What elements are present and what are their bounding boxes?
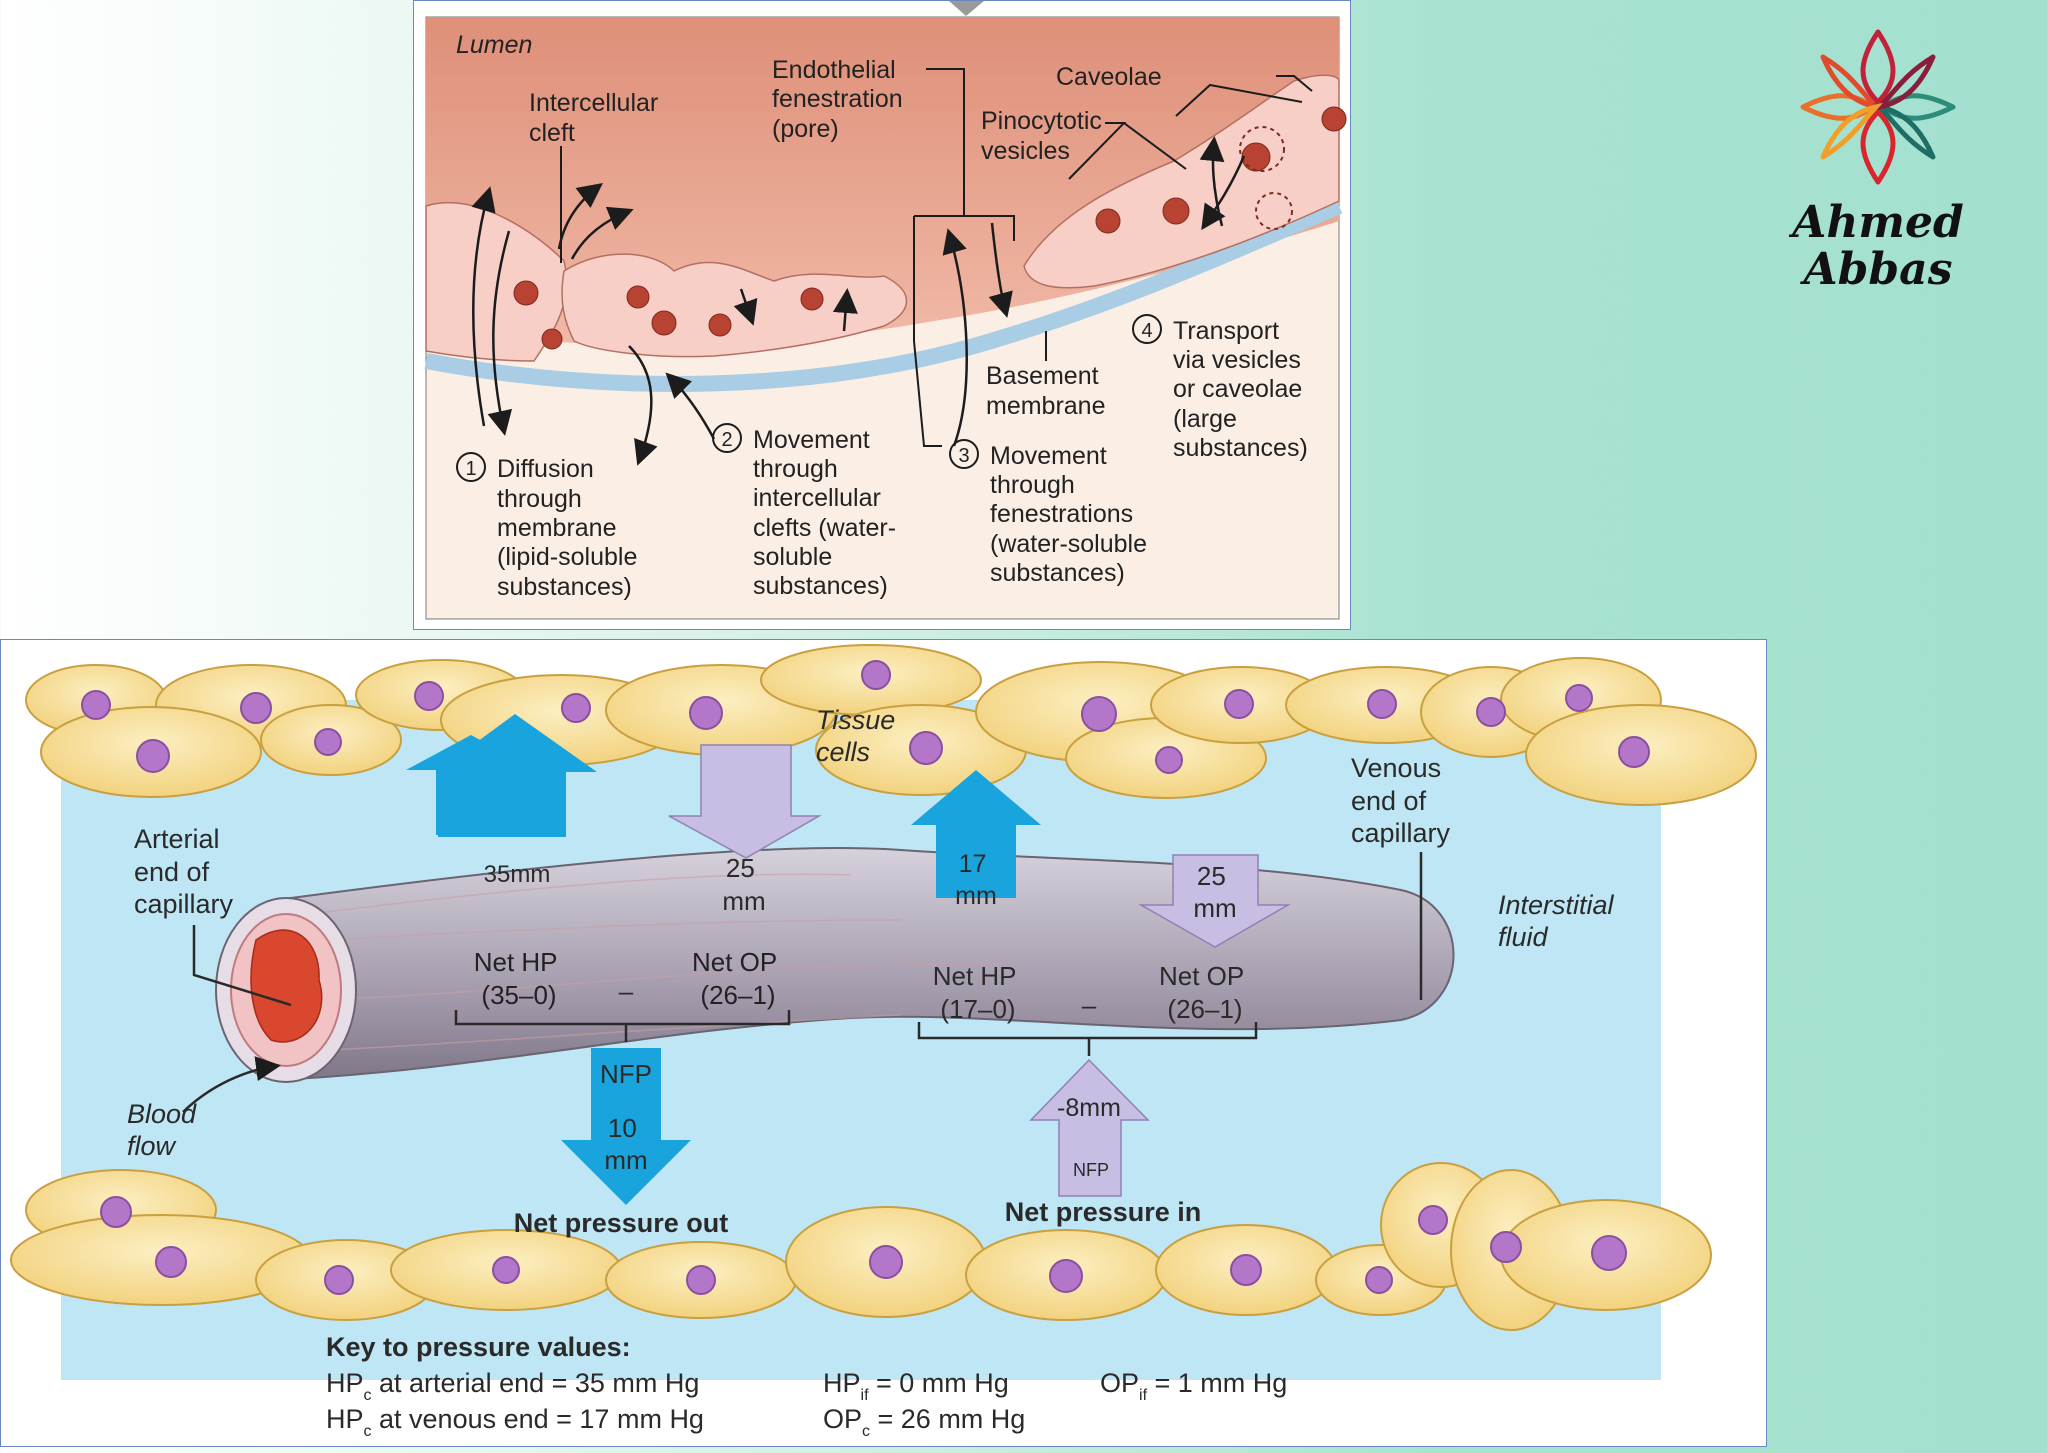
arterial-minus: – [619,976,634,1006]
label-blood-flow: Blood flow [127,1099,204,1161]
vesicle-dots [513,106,1347,350]
venous-bracket [917,1022,1258,1056]
key-row-1: HPc at arterial end = 35 mm Hg HPif = 0 … [326,1368,1287,1404]
key-row-2: HPc at venous end = 17 mm Hg OPc = 26 mm… [326,1404,1025,1440]
svg-text:Movement through: Movement through intercellular clefts (w… [753,426,903,600]
label-pinocytotic-vesicles: Pinocytotic vesicles [981,107,1109,165]
label-basement-membrane: Basement membrane [986,362,1106,420]
label-caveolae: Caveolae [1056,63,1162,91]
arterial-hp-arrow-label: 35mm [484,861,551,888]
venous-op-arrow [1138,854,1291,948]
venous-nfp-arrow [1029,1058,1150,1197]
star-logo-icon: Ahmed Abbas [1788,29,1964,295]
svg-text:1: 1 [465,458,476,480]
nuclei-top [81,660,1650,774]
venous-net-op: Net OP (26–1) [1159,961,1251,1024]
bottom-diagram-frame: 35mm 25 mm 17 mm 25 mm Net HP (35–0) – N… [0,639,1767,1447]
arterial-net-op: Net OP (26–1) [692,947,784,1010]
arterial-nfp-value: 10 mm [604,1113,647,1175]
venous-minus: – [1082,990,1097,1020]
venous-hp-arrow [911,770,1041,898]
arterial-op-arrow [668,744,822,859]
venous-op-arrow-label: 25 mm [1193,861,1236,923]
label-tissue-cells: Tissue cells [816,705,903,767]
svg-text:Movement through: Movement through fenestrations (water-so… [990,442,1154,587]
label-arterial-end: Arterial end of capillary [134,824,234,919]
label-endothelial-fenestration: Endothelial fenestration (pore) [772,56,910,143]
step-2-intercellular-clefts: 2 Movement through intercellular clefts … [712,423,903,600]
arterial-op-arrow-label: 25 mm [722,853,765,916]
svg-text:2: 2 [721,429,732,451]
label-venous-end: Venous end of capillary [1351,753,1451,848]
arterial-bracket [454,1010,791,1042]
logo-line-2: Abbas [1800,244,1953,295]
venous-nfp-label: NFP [1073,1160,1109,1180]
net-pressure-out: Net pressure out [514,1208,729,1238]
top-diagram-frame: Lumen Intercellular cleft Endothelial fe… [413,0,1351,630]
logo: Ahmed Abbas [1788,22,1968,302]
arterial-nfp-label: NFP [600,1059,652,1089]
arterial-hp-arrow-shape [436,714,597,837]
svg-text:3: 3 [958,445,969,467]
svg-text:Diffusion through: Diffusion through membrane (lipid-solubl… [497,455,644,601]
svg-text:4: 4 [1141,320,1152,342]
nuclei-bottom [100,1196,1627,1295]
step-1-diffusion: 1 Diffusion through membrane (lipid-solu… [456,452,644,601]
capillary-transport-diagram: Lumen Intercellular cleft Endothelial fe… [424,1,1347,620]
capillary-pressure-diagram: 35mm 25 mm 17 mm 25 mm Net HP (35–0) – N… [10,644,1757,1440]
venous-net-hp: Net HP (17–0) [933,961,1024,1024]
step-3-fenestrations: 3 Movement through fenestrations (water-… [949,439,1154,587]
step-4-vesicles: 4 Transport via vesicles or caveolae (la… [1132,314,1309,462]
svg-text:Transport via vesicles: Transport via vesicles or caveolae (larg… [1173,317,1309,462]
label-intercellular-cleft: Intercellular cleft [529,89,665,147]
logo-line-1: Ahmed [1788,197,1963,248]
venous-hp-arrow-label: 17 mm [955,850,997,910]
arterial-nfp-arrow [561,1048,691,1205]
label-lumen: Lumen [456,31,532,59]
net-pressure-in: Net pressure in [1005,1197,1202,1227]
label-interstitial-fluid: Interstitial fluid [1498,890,1621,952]
key-title: Key to pressure values: [326,1332,631,1362]
tissue-cells-bottom [10,1162,1712,1331]
arterial-net-hp: Net HP (35–0) [474,947,565,1010]
venous-nfp-value: -8mm [1057,1094,1121,1122]
